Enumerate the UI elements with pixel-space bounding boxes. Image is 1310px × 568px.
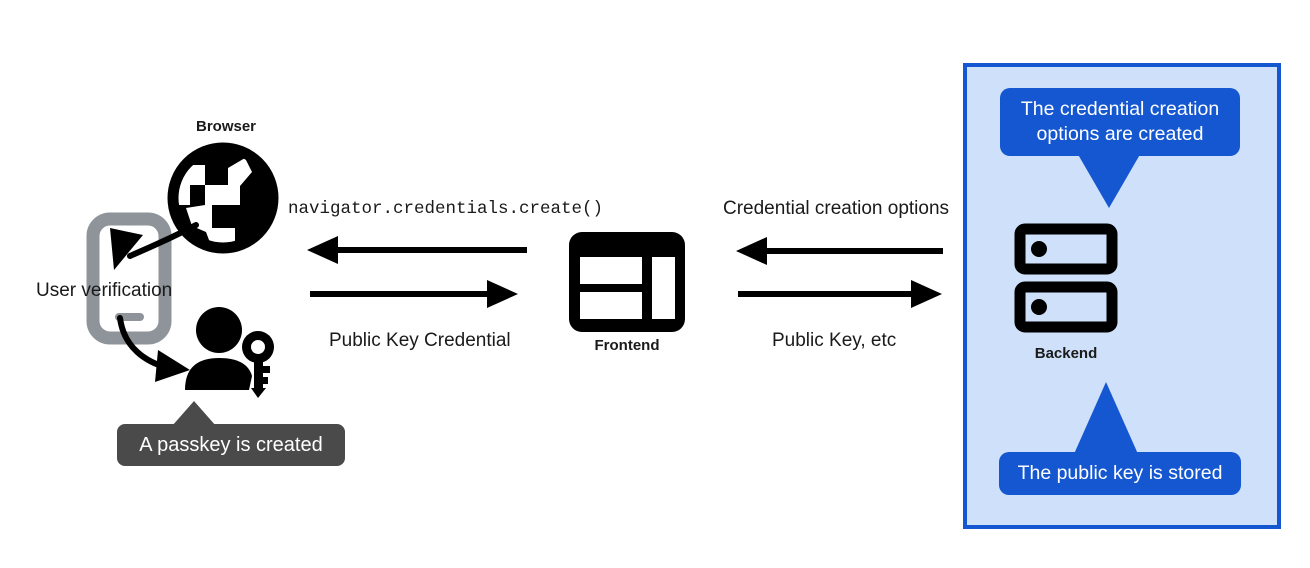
arrow-browser-to-phone-icon [110,222,199,270]
arrow-public-key-etc [738,280,942,308]
label-user-verification: User verification [36,280,173,301]
person-with-key-icon [185,307,274,398]
tooltip-tail-icon [172,401,216,426]
dashboard-layout-icon [569,232,685,332]
label-credential-creation-options: Credential creation options [723,198,950,219]
label-public-key-credential: Public Key Credential [329,330,511,351]
arrow-public-key-credential [310,280,518,308]
callout-tail-down-icon [1076,151,1142,208]
label-navigator-credentials-create: navigator.credentials.create() [288,199,604,219]
label-public-key-etc: Public Key, etc [772,330,897,351]
callout-public-key-stored: The public key is stored [999,452,1241,495]
callout-tail-up-icon [1074,382,1138,454]
label-frontend: Frontend [594,337,660,354]
arrow-phone-to-user-icon [117,315,190,382]
tooltip-passkey-created: A passkey is created [117,424,345,466]
phone-icon [86,212,172,345]
callout-credential-options-created: The credential creation options are crea… [1000,88,1240,156]
label-backend: Backend [1034,345,1098,362]
label-browser: Browser [195,118,257,135]
globe-icon [167,142,279,254]
arrow-navigator-credentials-create [307,236,527,264]
arrow-credential-creation-options [736,237,943,265]
